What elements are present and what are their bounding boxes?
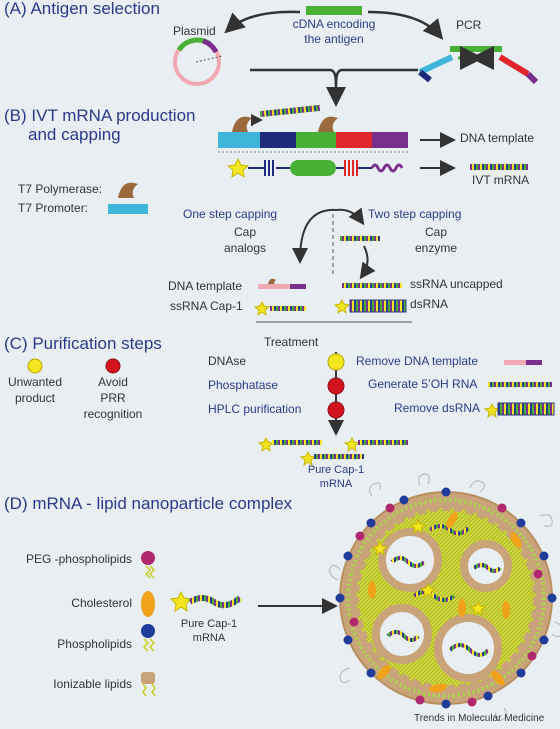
removed-species [483,360,555,419]
pcr-product [418,46,539,85]
avoid-line3: recognition [83,407,143,421]
legend-unwanted-marker [27,358,43,374]
merge-arrow [250,68,346,107]
unwanted-line2: product [14,391,56,405]
ivt-mrna-strand [470,164,528,170]
legend-t7-polymerase-label: T7 Polymerase: [18,182,103,196]
hplc-label: HPLC purification [208,402,302,416]
split-arrow-right [335,207,365,226]
pure-cap1-d-line1: Pure Cap-1 [180,618,238,630]
phosphatase-label: Phosphatase [208,378,279,392]
plasmid-label: Plasmid [173,24,216,38]
curved-arrow-left [224,10,301,34]
dna-template-label: DNA template [460,131,535,145]
peg-label: PEG -phospholipids [25,552,132,566]
left-ssrna-cap1-label: ssRNA Cap-1 [170,299,243,313]
unwanted-line1: Unwanted [7,375,63,389]
capping-results [253,278,407,317]
treatment-label: Treatment [264,335,319,349]
legend-phospholipid-icon [141,624,156,652]
legend-cholesterol-icon [141,591,155,617]
legend-avoid-marker [105,358,121,374]
dnase-marker [327,353,345,371]
t7-polymerase-2 [318,116,338,132]
phosphatase-marker [327,377,345,395]
ionizable-lipids-label: Ionizable lipids [53,677,132,691]
two-step-capping-label: Two step capping [368,207,462,221]
template-rna-strand [259,104,321,118]
ssrna-uncapped-label: ssRNA uncapped [410,277,503,291]
dna-template-construct [218,132,408,148]
legend-t7-polymerase-icon [118,182,138,198]
pure-cap1-line2: mRNA [319,478,353,490]
pure-mrna-d [188,595,242,609]
hplc-marker [327,401,345,419]
cap-analogs-line2: analogs [223,241,267,255]
section-c-graphics [27,352,555,467]
legend-peg-icon [141,551,156,579]
cholesterol-label: Cholesterol [71,596,132,610]
footer-credit: Trends in Molecular Medicine [414,713,545,724]
pure-cap1-line1: Pure Cap-1 [307,464,365,476]
dnase-label: DNAse [208,354,247,368]
legend-t7-promoter-icon [108,204,148,214]
generate-5oh-label: Generate 5’OH RNA [368,377,478,391]
pcr-label: PCR [456,18,482,32]
section-a-graphics [173,6,539,107]
section-d-graphics [141,473,560,721]
pure-cap1-d-line2: mRNA [192,632,226,644]
cdna-bar [306,6,362,15]
cap-enzyme-line1: Cap [424,225,447,239]
inner-vesicle-1 [378,528,442,592]
section-b-title-line1: (B) IVT mRNA production [4,106,196,125]
ivt-mrna-label: IVT mRNA [472,173,530,187]
avoid-line2: PRR [100,391,126,405]
section-d-title: (D) mRNA - lipid nanoparticle complex [4,494,293,513]
remove-dna-template-label: Remove DNA template [356,354,479,368]
phospholipids-label: Phospholipids [57,637,132,651]
dsrna-label: dsRNA [410,297,449,311]
ivt-mrna-construct [226,157,404,179]
cap-enzyme-line2: enzyme [414,241,458,255]
t7-polymerase-1 [232,116,252,132]
cap-star-d [169,590,193,613]
section-a-title: (A) Antigen selection [4,0,160,18]
curved-arrow-right [367,10,444,40]
remove-dsrna-label: Remove dsRNA [394,401,481,415]
legend-ionizable-icon [141,672,156,697]
section-b-graphics [108,104,528,323]
avoid-line1: Avoid [98,375,128,389]
legend-t7-promoter-label: T7 Promoter: [18,201,89,215]
left-dna-template-label: DNA template [168,279,243,293]
split-arrow-left [292,208,337,264]
lipid-nanoparticle [329,473,560,721]
section-c-title: (C) Purification steps [4,334,162,353]
cap-analogs-line1: Cap [233,225,256,239]
cdna-label-line2: the antigen [304,32,364,46]
one-step-capping-label: One step capping [183,207,278,221]
pure-mrna-strands [257,436,408,467]
cdna-label-line1: cDNA encoding [292,17,376,31]
section-b-title-line2: and capping [28,125,121,144]
